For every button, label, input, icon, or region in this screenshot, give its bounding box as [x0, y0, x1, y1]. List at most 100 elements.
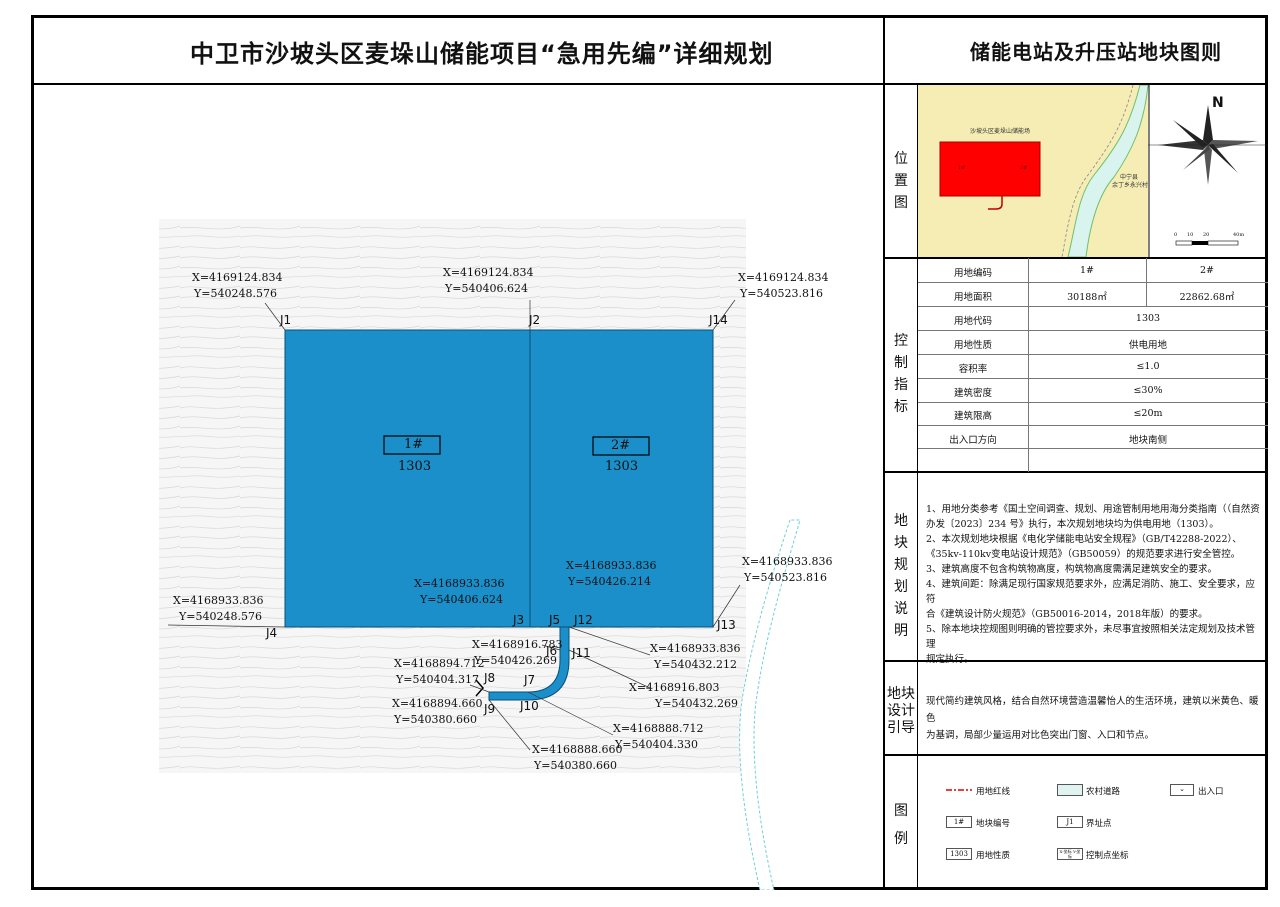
legend-plot-code: 地块编号 — [976, 819, 1011, 829]
section-label-divider — [917, 84, 918, 890]
entrance-chevron-icon — [475, 679, 484, 697]
scale-tick-2: 20 — [1203, 232, 1210, 238]
row-label-far: 容积率 — [958, 364, 988, 375]
row-label-area: 用地面积 — [953, 292, 992, 303]
location-river — [1067, 85, 1149, 257]
row-label-nature: 用地性质 — [953, 340, 992, 351]
legend-coord-symbol: X-坐标 Y-坐标 — [1057, 848, 1083, 860]
legend-rural-road: 农村道路 — [1086, 787, 1121, 797]
note-line: 2、本次规划地块根据《电化学储能电站安全规程》（GB/T42288-2022）、 — [926, 534, 1242, 545]
plot-1-code-box — [383, 435, 441, 455]
point-J8: J8 — [484, 671, 496, 685]
location-plot-label-1: 1# — [958, 165, 966, 171]
section-label-legend: 图例 — [894, 803, 908, 847]
scale-tick-1: 10 — [1187, 232, 1194, 238]
point-J6: J6 — [546, 644, 558, 658]
plot-2-code: 1303 — [605, 459, 639, 474]
panel-title: 储能电站及升压站地块图则 — [970, 40, 1222, 64]
row-value-nature: 供电用地 — [1128, 340, 1167, 351]
row-value-height: ≤20m — [1133, 408, 1163, 419]
point-J3: J3 — [513, 613, 525, 627]
section-divider — [884, 660, 1268, 662]
point-J10: J10 — [520, 699, 539, 713]
row-label-code: 用地编码 — [953, 268, 992, 279]
location-access-road — [988, 196, 1003, 210]
design-line: 现代简约建筑风格，结合自然环境营造温馨怡人的生活环境，建筑以米黄色、暖色 — [926, 696, 1259, 724]
section-divider — [884, 471, 1268, 473]
plot-2-id: 2# — [611, 438, 631, 453]
legend-entrance: 出入口 — [1198, 787, 1224, 797]
section-label-notes: 地块规划说明 — [894, 513, 908, 639]
location-label-top: 沙坡头区麦垛山储能场 — [970, 128, 1031, 135]
north-label: N — [1212, 95, 1224, 111]
page-title: 中卫市沙坡头区麦垛山储能项目“急用先编”详细规划 — [190, 40, 774, 68]
note-line: 5、除本地块控规图则明确的管控要求外，未尽事宜按照相关法定规划及技术管理 — [926, 624, 1256, 650]
note-line: 《35kv-110kv变电站设计规范》（GB50059）的规范要求进行安全管控。 — [926, 549, 1241, 560]
location-boundary — [1061, 85, 1134, 257]
drawing-frame — [31, 15, 1268, 890]
location-map — [918, 85, 1268, 257]
row-value-code-1: 1# — [1079, 265, 1094, 276]
section-label-location: 位置图 — [894, 151, 908, 211]
main-map — [159, 219, 801, 890]
row-value-landcode: 1303 — [1135, 313, 1161, 324]
location-label-right-2: 余丁乡永兴村 — [1112, 182, 1149, 189]
row-label-density: 建筑密度 — [953, 388, 992, 399]
planning-notes: 1、用地分类参考《国土空间调查、规划、用途管制用地用海分类指南（（自然资 办发〔… — [926, 502, 1262, 667]
row-value-density: ≤30% — [1133, 385, 1163, 396]
panel-divider — [883, 15, 885, 890]
row-value-entrance: 地块南侧 — [1128, 435, 1167, 446]
note-line: 规定执行。 — [926, 654, 974, 665]
legend-plot-code-symbol: 1# — [946, 816, 972, 828]
point-J4: J4 — [266, 626, 278, 640]
location-label-right-1: 中宁县 — [1120, 174, 1139, 181]
row-label-height: 建筑限高 — [953, 411, 992, 422]
section-label-control: 控制指标 — [894, 333, 908, 415]
row-value-far: ≤1.0 — [1136, 361, 1160, 372]
row-label-landcode: 用地代码 — [953, 316, 992, 327]
legend-boundary-symbol: J1 — [1057, 816, 1083, 828]
point-J2: J2 — [529, 313, 541, 327]
location-plot-label-2: 2# — [1020, 165, 1028, 171]
scale-tick-3: 40m — [1233, 232, 1245, 238]
design-guide: 现代简约建筑风格，结合自然环境营造温馨怡人的生活环境，建筑以米黄色、暖色 为基调… — [926, 693, 1262, 744]
legend-nature-symbol: 1303 — [946, 848, 972, 860]
legend-red-line-symbol — [946, 789, 972, 791]
rural-road — [739, 519, 801, 890]
legend-road-symbol — [1057, 784, 1083, 796]
point-J13: J13 — [717, 618, 736, 632]
section-label-design: 地块设计引导 — [887, 686, 915, 736]
note-line: 合《建筑设计防火规范》（GB50016-2014，2018年版）的要求。 — [926, 609, 1208, 620]
point-J9: J9 — [484, 702, 496, 716]
plot-1-code: 1303 — [398, 459, 432, 474]
point-J1: J1 — [280, 313, 292, 327]
note-line: 4、建筑间距：除满足现行国家规范要求外，应满足消防、施工、安全要求，应符 — [926, 579, 1256, 605]
note-line: 办发〔2023〕234 号》执行，本次规划地块均为供电用地（1303）。 — [926, 519, 1219, 530]
legend-boundary: 界址点 — [1086, 819, 1112, 829]
plot-1 — [284, 329, 531, 628]
note-line: 3、建筑高度不包含构筑物高度，构筑物高度需满足建筑安全的要求。 — [926, 564, 1218, 575]
north-arrow — [1148, 105, 1268, 185]
plot-2-code-box — [592, 436, 650, 456]
point-J7: J7 — [524, 673, 536, 687]
row-value-code-2: 2# — [1199, 265, 1214, 276]
point-J12: J12 — [574, 613, 593, 627]
design-line: 为基调，局部少量运用对比色突出门窗、入口和节点。 — [926, 730, 1155, 741]
point-J11: J11 — [572, 646, 591, 660]
plot-1-id: 1# — [404, 437, 424, 452]
row-label-entrance: 出入口方向 — [949, 435, 997, 446]
location-plot — [939, 141, 1041, 197]
section-divider — [884, 754, 1268, 756]
scale-bar — [1175, 240, 1239, 246]
